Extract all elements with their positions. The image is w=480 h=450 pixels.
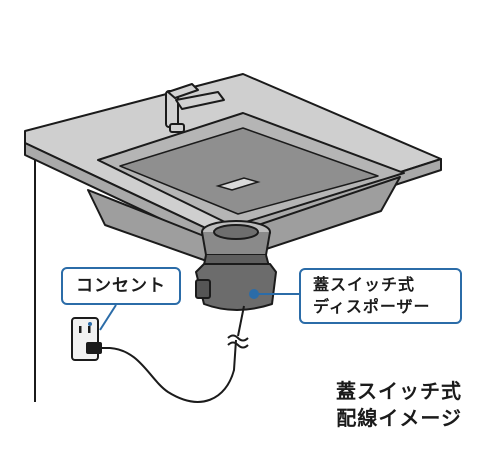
faucet-icon bbox=[165, 83, 225, 133]
disposer-label-line1: 蓋スイッチ式 bbox=[313, 275, 416, 294]
power-cord bbox=[109, 339, 237, 403]
caption-line2: 配線イメージ bbox=[336, 406, 462, 430]
plug-icon bbox=[86, 342, 110, 354]
wire-break-icon bbox=[227, 334, 249, 349]
disposer-label-line2: ディスポーザー bbox=[313, 297, 431, 316]
disposer-unit bbox=[195, 220, 277, 311]
power-cord-upper bbox=[237, 305, 245, 337]
diagram-caption: 蓋スイッチ式 配線イメージ bbox=[336, 378, 462, 432]
disposer-label: 蓋スイッチ式 ディスポーザー bbox=[299, 268, 462, 324]
sink-bowl-floor bbox=[119, 127, 379, 215]
outlet-leader bbox=[99, 304, 117, 331]
sink-drain bbox=[215, 177, 261, 191]
disposer-connector bbox=[249, 289, 259, 299]
outlet-label: コンセント bbox=[61, 267, 181, 305]
caption-line1: 蓋スイッチ式 bbox=[336, 379, 462, 403]
